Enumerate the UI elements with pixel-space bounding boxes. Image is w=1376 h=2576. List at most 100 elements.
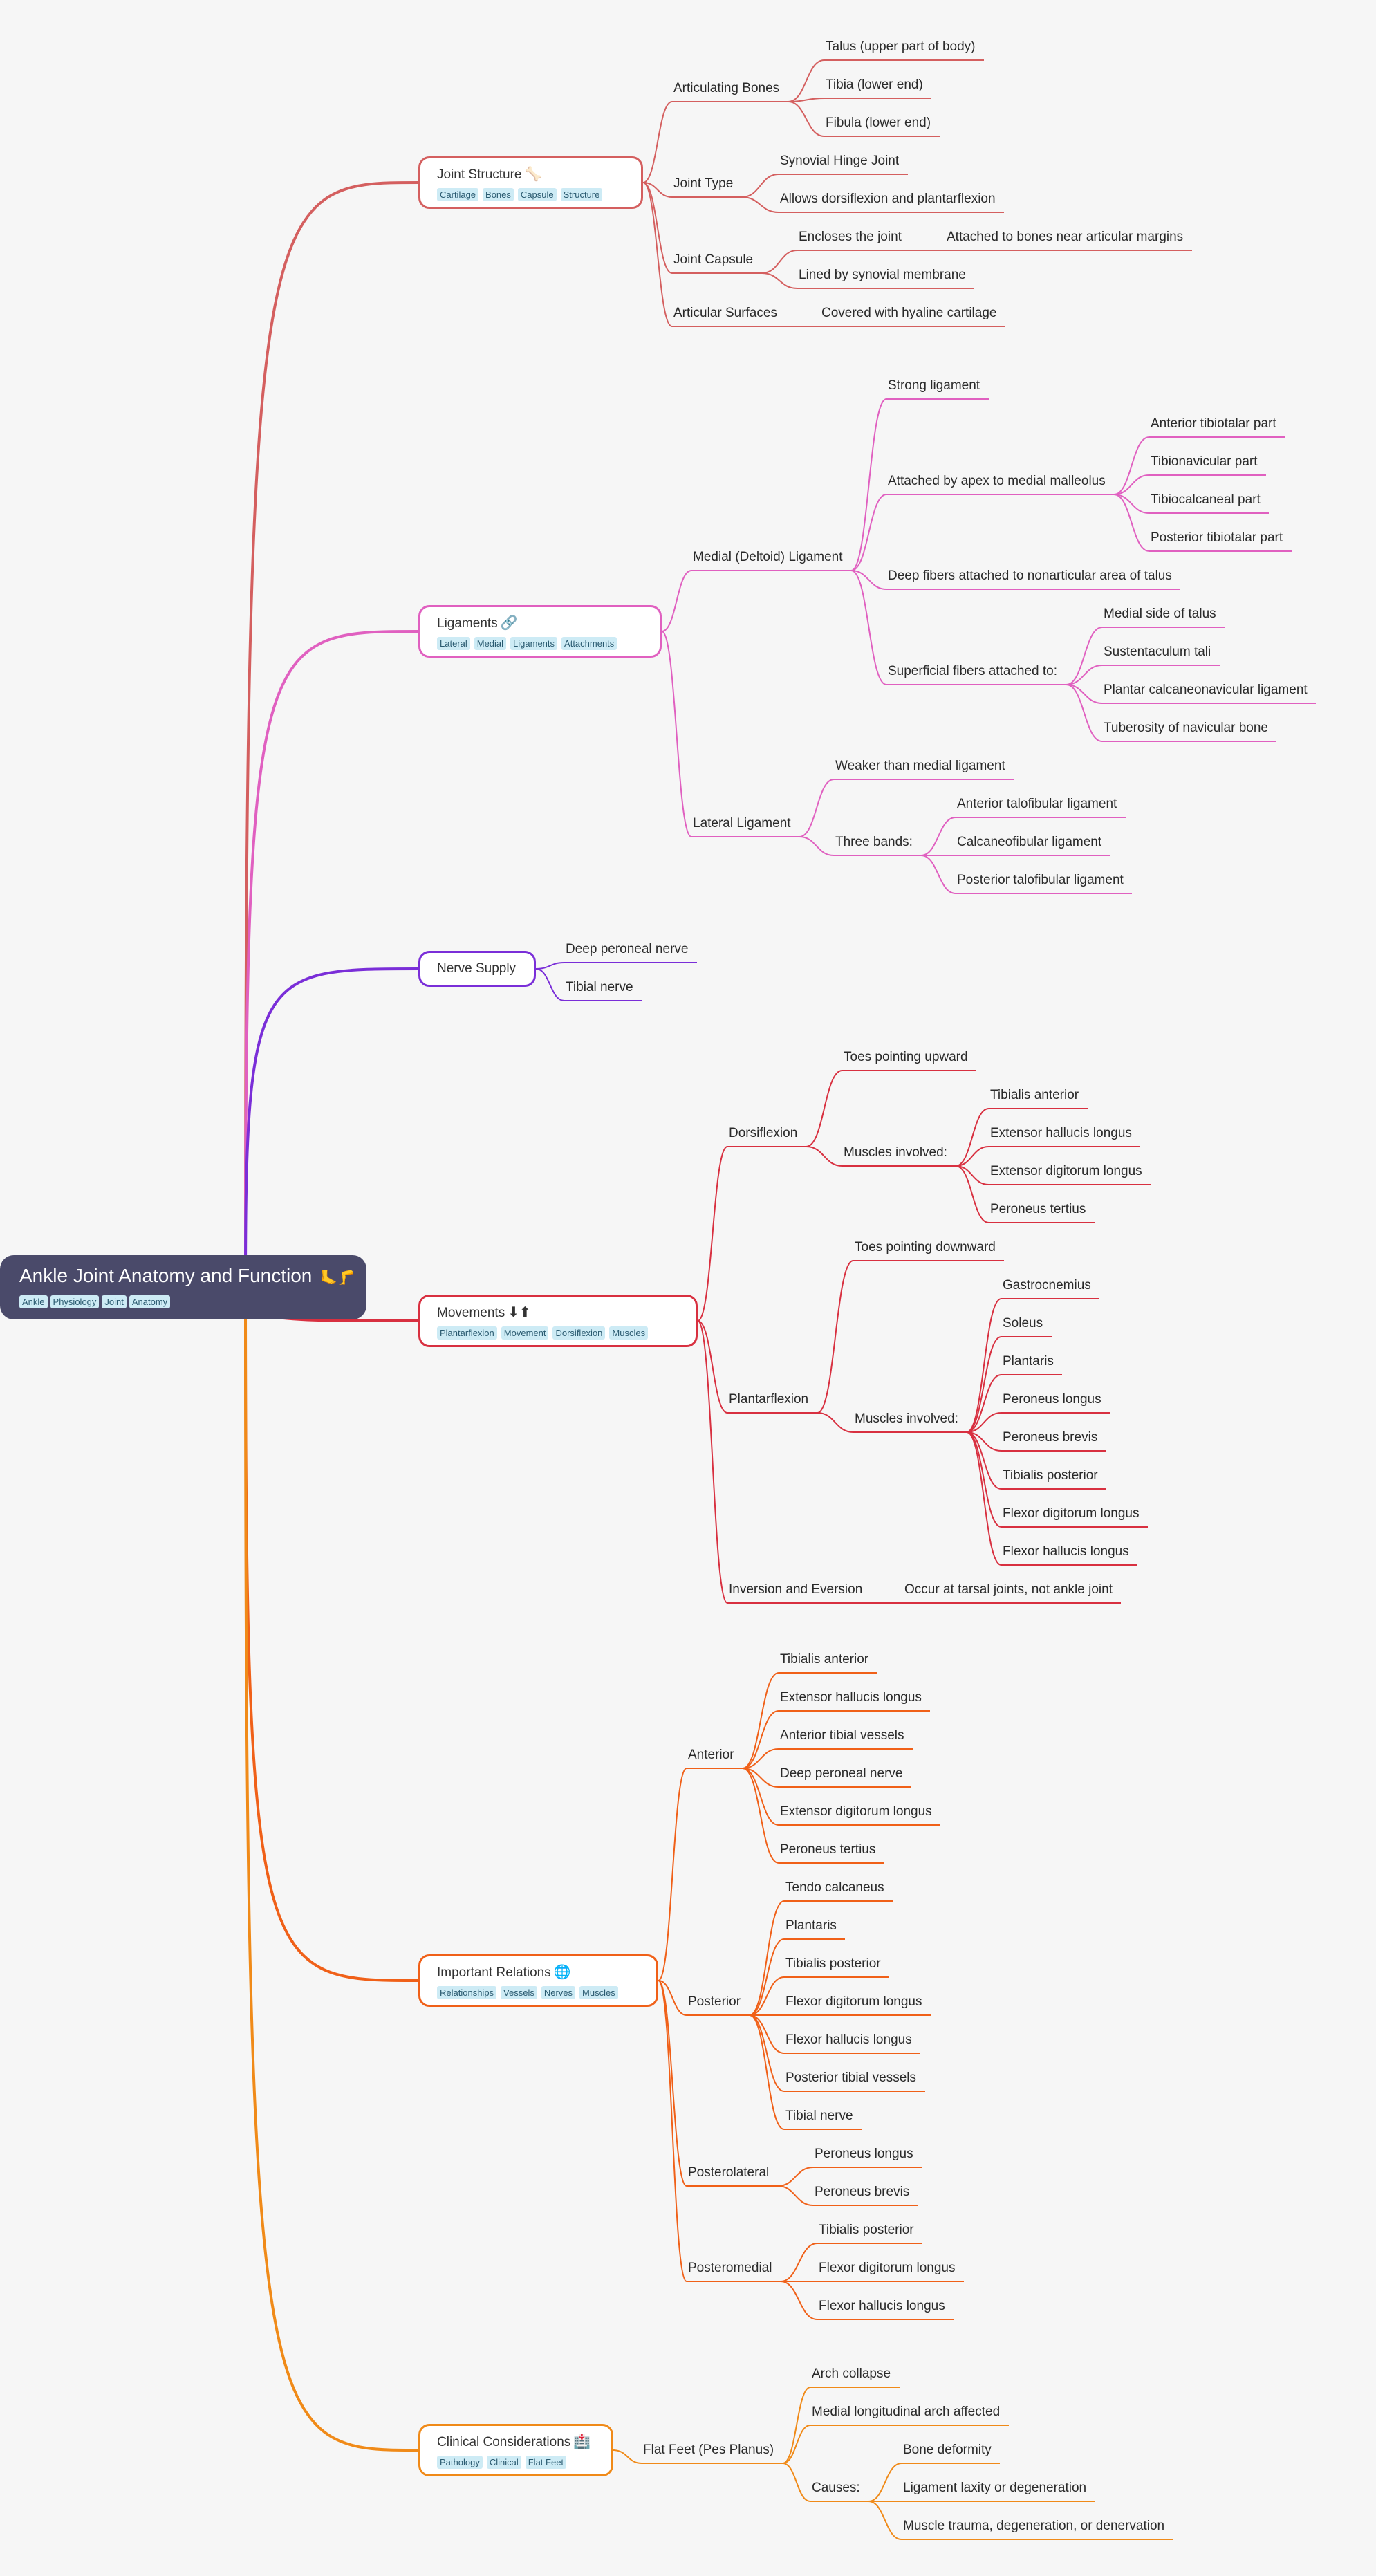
mindmap-node[interactable]: Dorsiflexion	[727, 1115, 808, 1147]
mindmap-node[interactable]: Medial side of talus	[1102, 595, 1226, 627]
mindmap-node[interactable]: Lateral Ligament	[691, 805, 801, 837]
mindmap-node[interactable]: Tibialis anterior	[779, 1641, 879, 1673]
node-label: Tibial nerve	[785, 2109, 853, 2123]
mindmap-node[interactable]: Flexor digitorum longus	[1001, 1495, 1149, 1527]
mindmap-node[interactable]: Tibionavicular part	[1149, 443, 1267, 475]
mindmap-node[interactable]: Sustentaculum tali	[1102, 633, 1221, 665]
mindmap-node[interactable]: Plantar calcaneonavicular ligament	[1102, 671, 1317, 703]
mindmap-node[interactable]: Joint Type	[672, 165, 743, 197]
mindmap-node[interactable]: Weaker than medial ligament	[834, 748, 1015, 779]
mindmap-node[interactable]: Flexor hallucis longus	[784, 2021, 922, 2053]
mindmap-node[interactable]: Posteromedial	[687, 2250, 782, 2281]
mindmap-node[interactable]: Posterior tibiotalar part	[1149, 519, 1293, 551]
mindmap-node[interactable]: Gastrocnemius	[1001, 1267, 1101, 1299]
root-tag: Physiology	[50, 1295, 100, 1308]
mindmap-node[interactable]: Posterior talofibular ligament	[956, 862, 1133, 893]
mindmap-node[interactable]: Superficial fibers attached to:	[886, 653, 1068, 685]
node-label: Superficial fibers attached to:	[888, 664, 1058, 678]
mindmap-node[interactable]: Tibial nerve	[564, 969, 643, 1001]
mindmap-node[interactable]: Flexor digitorum longus	[817, 2250, 965, 2281]
mindmap-node[interactable]: Lined by synovial membrane	[797, 257, 976, 288]
mindmap-node[interactable]: Talus (upper part of body)	[824, 28, 985, 60]
mindmap-node[interactable]: Flexor digitorum longus	[784, 1983, 932, 2015]
mindmap-node[interactable]: Flexor hallucis longus	[817, 2288, 955, 2319]
mindmap-node[interactable]: Peroneus tertius	[779, 1831, 886, 1863]
mindmap-node[interactable]: Ligament laxity or degeneration	[902, 2470, 1097, 2501]
mindmap-node[interactable]: Toes pointing downward	[853, 1229, 1005, 1261]
mindmap-node[interactable]: Attached by apex to medial malleolus	[886, 463, 1115, 494]
mindmap-node[interactable]: Tibiocalcaneal part	[1149, 481, 1270, 513]
mindmap-node[interactable]: Arch collapse	[810, 2355, 901, 2387]
mindmap-node[interactable]: Extensor hallucis longus	[779, 1679, 931, 1711]
mindmap-node[interactable]: Medial longitudinal arch affected	[810, 2393, 1010, 2425]
mindmap-node[interactable]: Deep fibers attached to nonarticular are…	[886, 557, 1182, 589]
mindmap-node[interactable]: Anterior tibiotalar part	[1149, 405, 1286, 437]
mindmap-node[interactable]: Tuberosity of navicular bone	[1102, 710, 1278, 741]
connector-curve	[697, 1320, 728, 1604]
mindmap-node[interactable]: Inversion and Eversion	[727, 1571, 873, 1603]
connector-curve	[749, 1938, 785, 2016]
mindmap-node[interactable]: Tibialis anterior	[989, 1077, 1089, 1109]
mindmap-node[interactable]: Synovial Hinge Joint	[779, 142, 909, 174]
mindmap-node[interactable]: Peroneus longus	[813, 2135, 923, 2167]
mindmap-node[interactable]: Medial (Deltoid) Ligament	[691, 539, 853, 571]
mindmap-node[interactable]: Deep peroneal nerve	[779, 1755, 913, 1787]
mindmap-node[interactable]: Flexor hallucis longus	[1001, 1533, 1139, 1565]
mindmap-node[interactable]: Causes:	[810, 2470, 870, 2501]
mindmap-node[interactable]: Peroneus tertius	[989, 1191, 1096, 1223]
mindmap-node[interactable]: Plantaris	[1001, 1343, 1063, 1375]
mindmap-node[interactable]: Posterior	[687, 1983, 751, 2015]
mindmap-node[interactable]: Calcaneofibular ligament	[956, 824, 1112, 855]
mindmap-node[interactable]: Flat Feet (Pes Planus)	[642, 2431, 784, 2463]
node-label: Dorsiflexion	[729, 1126, 798, 1140]
root-node[interactable]: Ankle Joint Anatomy and Function 🦶🦵 Ankl…	[0, 1255, 366, 1319]
mindmap-node[interactable]: Anterior	[687, 1736, 744, 1768]
connector-curve	[741, 196, 779, 213]
mindmap-node[interactable]: Tibia (lower end)	[824, 66, 933, 98]
mindmap-node[interactable]: Tibialis posterior	[784, 1945, 891, 1977]
mindmap-node[interactable]: Fibula (lower end)	[824, 104, 941, 136]
connector-curve	[749, 1900, 785, 2016]
node-label: Muscles involved:	[855, 1411, 958, 1426]
mindmap-node[interactable]: Anterior talofibular ligament	[956, 786, 1127, 817]
mindmap-node[interactable]: Plantaris	[784, 1907, 846, 1939]
mindmap-node[interactable]: Plantarflexion	[727, 1381, 819, 1413]
mindmap-node[interactable]: Deep peroneal nerve	[564, 931, 698, 963]
mindmap-node[interactable]: Strong ligament	[886, 367, 990, 399]
branch-node-nerve-supply[interactable]: Nerve Supply	[418, 951, 536, 987]
mindmap-node[interactable]: Three bands:	[834, 824, 922, 855]
mindmap-node[interactable]: Occur at tarsal joints, not ankle joint	[903, 1571, 1122, 1603]
mindmap-node[interactable]: Peroneus longus	[1001, 1381, 1111, 1413]
mindmap-node[interactable]: Muscle trauma, degeneration, or denervat…	[902, 2508, 1175, 2539]
mindmap-node[interactable]: Covered with hyaline cartilage	[820, 295, 1007, 326]
connector-curve	[1113, 494, 1150, 514]
mindmap-node[interactable]: Posterolateral	[687, 2154, 779, 2186]
mindmap-node[interactable]: Toes pointing upward	[842, 1039, 978, 1071]
mindmap-node[interactable]: Extensor digitorum longus	[779, 1793, 942, 1825]
mindmap-node[interactable]: Muscles involved:	[853, 1400, 968, 1432]
mindmap-node[interactable]: Tibialis posterior	[1001, 1457, 1108, 1489]
mindmap-node[interactable]: Tendo calcaneus	[784, 1869, 894, 1901]
mindmap-node[interactable]: Attached to bones near articular margins	[945, 219, 1193, 250]
mindmap-node[interactable]: Bone deformity	[902, 2431, 1001, 2463]
mindmap-node[interactable]: Anterior tibial vessels	[779, 1717, 914, 1749]
mindmap-node[interactable]: Tibialis posterior	[817, 2212, 924, 2243]
mindmap-node[interactable]: Tibial nerve	[784, 2097, 863, 2129]
mindmap-node[interactable]: Encloses the joint	[797, 219, 911, 250]
mindmap-node[interactable]: Peroneus brevis	[813, 2174, 920, 2205]
mindmap-node[interactable]: Joint Capsule	[672, 241, 763, 273]
mindmap-node[interactable]: Extensor hallucis longus	[989, 1115, 1142, 1147]
mindmap-node[interactable]: Posterior tibial vessels	[784, 2059, 927, 2091]
mindmap-node[interactable]: Articulating Bones	[672, 70, 790, 102]
mindmap-node[interactable]: Muscles involved:	[842, 1134, 957, 1166]
mindmap-node[interactable]: Extensor digitorum longus	[989, 1153, 1152, 1185]
mindmap-node[interactable]: Articular Surfaces	[672, 295, 787, 326]
mindmap-node[interactable]: Peroneus brevis	[1001, 1419, 1108, 1451]
mindmap-node[interactable]: Allows dorsiflexion and plantarflexion	[779, 180, 1005, 212]
mindmap-node[interactable]: Soleus	[1001, 1305, 1053, 1337]
